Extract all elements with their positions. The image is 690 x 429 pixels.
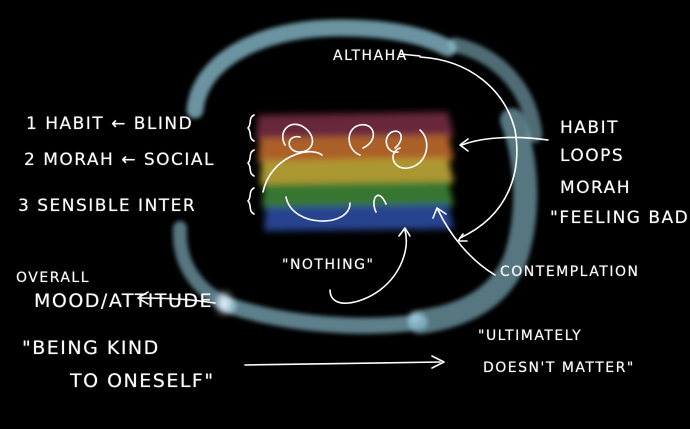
rainbow-bands	[256, 112, 454, 231]
label-left-1: 1 HABIT ← BLIND	[26, 114, 194, 134]
loop-arrow-b	[285, 196, 351, 222]
ring-top-arc	[186, 19, 457, 119]
rainbow-band-1	[256, 112, 454, 139]
brace-3	[247, 187, 255, 215]
swirl-2	[348, 123, 375, 156]
label-overall-1: OVERALL	[16, 270, 91, 286]
althaha-tick	[399, 53, 421, 57]
label-ultimately-2: DOESN'T MATTER"	[483, 360, 635, 376]
arrow-habit-loops-head	[459, 138, 469, 152]
label-kind-2: TO ONESELF"	[70, 370, 215, 392]
arrow-overall	[139, 297, 216, 304]
label-nothing: "NOTHING"	[282, 257, 375, 273]
label-kind-1: "BEING KIND	[22, 337, 160, 359]
glow-spot-left	[217, 293, 231, 313]
swirl-1	[282, 123, 314, 153]
label-right-3: MORAH	[560, 178, 632, 198]
label-left-3: 3 SENSIBLE INTER	[18, 196, 197, 216]
label-right-4: "FEELING BAD"	[550, 208, 690, 228]
arrow-contemplation-head	[432, 207, 447, 219]
arrow-overall-head	[137, 291, 149, 305]
rainbow-band-4	[262, 181, 454, 208]
glow-spot-bottom	[410, 313, 420, 323]
label-contemplation: CONTEMPLATION	[500, 264, 640, 280]
outer-ring	[172, 19, 543, 334]
label-right-2: LOOPS	[560, 146, 625, 166]
label-althaha: ALTHAHA	[333, 48, 408, 64]
label-ultimately-1: "ULTIMATELY	[478, 328, 583, 344]
ink-strokes	[137, 53, 549, 369]
brace-1	[247, 114, 255, 142]
loop-arrow-a	[262, 150, 323, 193]
ring-top-right-arc	[447, 37, 543, 143]
swirl-4	[392, 129, 428, 169]
rainbow-band-3	[260, 158, 454, 185]
label-right-1: HABIT	[560, 118, 619, 138]
arrow-nothing	[329, 229, 407, 304]
rainbow-band-2	[258, 135, 454, 162]
arrow-habit-loops	[461, 136, 549, 146]
arrow-kind-ultimately	[244, 361, 441, 366]
label-left-2: 2 MORAH ← SOCIAL	[24, 150, 216, 170]
rainbow-band-5	[264, 204, 454, 231]
arrow-althaha-right	[419, 56, 518, 239]
label-overall-2: MOOD/ATTITUDE	[34, 290, 213, 312]
brace-2	[247, 149, 255, 177]
ring-right-arc	[408, 108, 538, 334]
arrow-nothing-head	[398, 227, 411, 237]
swirl-3	[385, 130, 402, 153]
arrow-kind-ultimately-head	[431, 355, 445, 369]
loop-arrow-c	[373, 194, 387, 213]
arrow-contemplation	[437, 209, 496, 276]
ring-bottom-arc	[222, 298, 428, 334]
